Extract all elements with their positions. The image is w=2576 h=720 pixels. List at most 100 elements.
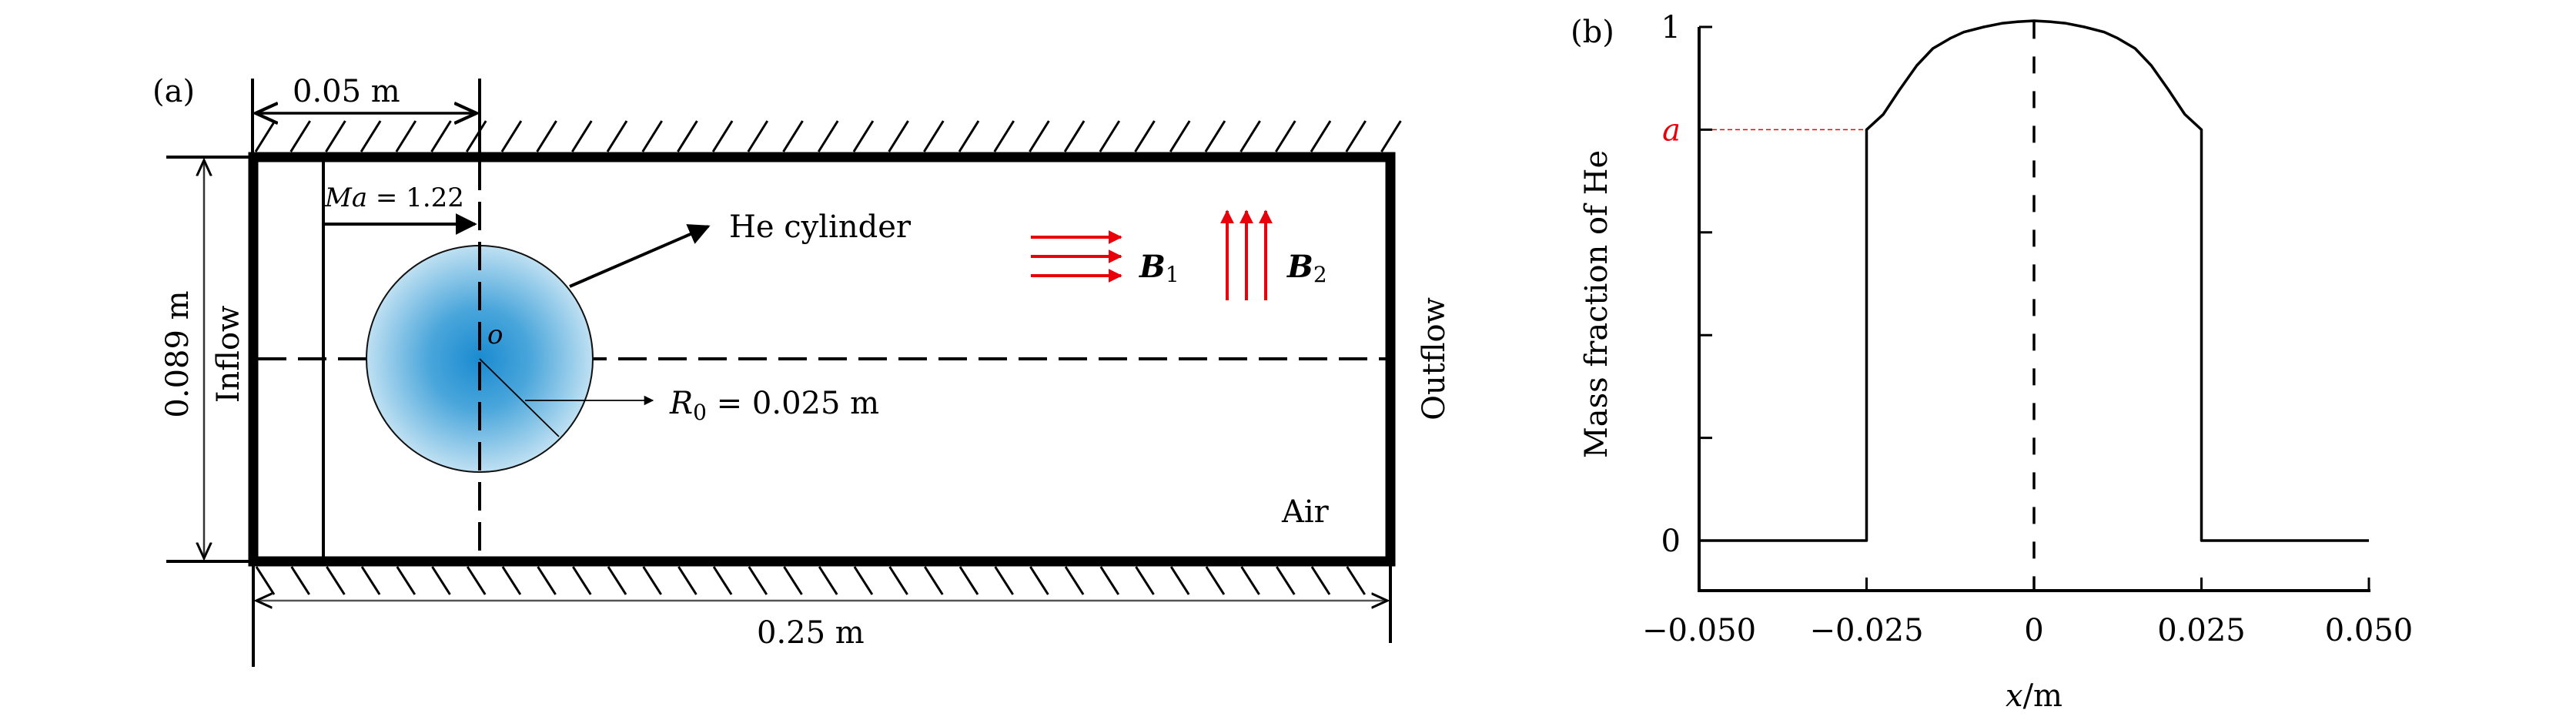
hatch-mark — [1063, 120, 1086, 152]
field-b2-arrows — [1220, 209, 1273, 300]
field-b1-label: B1 — [1139, 249, 1179, 287]
x-tick-label: 0 — [2024, 613, 2043, 648]
hatch-mark — [712, 566, 733, 595]
hatch-mark — [748, 566, 768, 595]
hatch-mark — [1099, 120, 1121, 152]
origin-label: o — [487, 320, 503, 350]
hatch-mark — [572, 566, 592, 595]
chart-axes — [1698, 25, 2370, 592]
hatch-mark — [1346, 566, 1366, 595]
hatch-mark — [1029, 120, 1050, 152]
chart-series — [1699, 19, 2369, 542]
hatch-mark — [888, 120, 909, 152]
y-tick-label: 0 — [1661, 524, 1681, 559]
hatch-mark — [289, 120, 311, 152]
hatch-mark — [923, 120, 945, 152]
hatch-mark — [994, 566, 1014, 595]
hatch-mark — [677, 566, 698, 595]
hatch-mark — [1205, 566, 1226, 595]
hatch-mark — [642, 566, 662, 595]
hatch-mark — [1099, 566, 1120, 595]
hatch-mark — [853, 566, 874, 595]
bottom-wall-hatching — [255, 566, 1366, 595]
y-axis-label: Mass fraction of He — [1579, 150, 1614, 458]
dim-top-label: 0.05 m — [293, 74, 400, 109]
chart-tick-labels: −0.050 −0.025 0 0.025 0.050 0 1 a — [1642, 10, 2413, 648]
hatch-mark — [1240, 566, 1260, 595]
hatch-mark — [1276, 566, 1296, 595]
hatch-mark — [536, 120, 557, 152]
inflow-label: Inflow — [211, 306, 246, 404]
domain-boundary — [248, 152, 1396, 567]
hatch-mark — [290, 566, 310, 595]
hatch-mark — [606, 120, 628, 152]
hatch-mark — [993, 120, 1015, 152]
hatch-mark — [255, 566, 276, 595]
hatch-mark — [1345, 120, 1367, 152]
hatch-mark — [1064, 566, 1085, 595]
radius-line — [479, 358, 560, 437]
hatch-mark — [325, 120, 346, 152]
hatch-mark — [782, 120, 804, 152]
panel-a-label: (a) — [152, 74, 195, 109]
hatch-mark — [501, 566, 522, 595]
cylinder-label: He cylinder — [729, 209, 912, 245]
hatch-mark — [888, 566, 908, 595]
hatch-mark — [360, 566, 381, 595]
y-annotation-label: a — [1662, 112, 1681, 148]
series-line — [1699, 19, 2369, 542]
hatch-mark — [711, 120, 734, 152]
panel-a-schematic: (a) 0.05 m 0.089 m Inflow o Ma = 1.22 He… — [152, 74, 1452, 667]
hatch-mark — [254, 120, 276, 152]
hatch-mark — [1239, 120, 1261, 152]
dim-bottom-label: 0.25 m — [757, 615, 865, 651]
outflow-label: Outflow — [1417, 297, 1452, 420]
hatch-mark — [817, 120, 839, 152]
hatch-mark — [607, 566, 627, 595]
hatch-mark — [571, 120, 593, 152]
hatch-mark — [431, 566, 451, 595]
x-tick-label: 0.050 — [2325, 613, 2414, 648]
hatch-mark — [958, 120, 980, 152]
cylinder-leader-arrow — [569, 224, 711, 288]
hatch-mark — [1380, 120, 1402, 152]
hatch-mark — [1275, 120, 1296, 152]
air-label: Air — [1281, 494, 1330, 530]
hatch-mark — [466, 566, 487, 595]
hatch-mark — [396, 566, 417, 595]
chart-reference-lines — [1712, 22, 2036, 591]
hatch-mark — [1310, 566, 1331, 595]
hatch-mark — [641, 120, 663, 152]
hatch-mark — [1029, 566, 1049, 595]
hatch-mark — [747, 120, 769, 152]
hatch-mark — [1204, 120, 1226, 152]
hatch-mark — [958, 566, 979, 595]
hatch-mark — [1169, 120, 1191, 152]
x-tick-label: 0.025 — [2157, 613, 2246, 648]
hatch-mark — [1135, 566, 1155, 595]
mach-label: Ma = 1.22 — [324, 183, 464, 213]
hatch-mark — [1134, 120, 1156, 152]
hatch-mark — [395, 120, 417, 152]
x-tick-label: −0.025 — [1809, 613, 1923, 648]
hatch-mark — [1310, 120, 1332, 152]
hatch-mark — [430, 120, 452, 152]
hatch-mark — [818, 566, 838, 595]
hatch-mark — [924, 566, 944, 595]
hatch-mark — [537, 566, 557, 595]
radius-label: R0 = 0.025 m — [669, 386, 879, 425]
hatch-mark — [500, 120, 523, 152]
x-tick-label: −0.050 — [1642, 613, 1756, 648]
x-axis-label: x/m — [2006, 678, 2062, 714]
y-tick-label: 1 — [1661, 10, 1681, 45]
hatch-mark — [783, 566, 803, 595]
hatch-mark — [465, 120, 487, 152]
hatch-mark — [852, 120, 875, 152]
panel-b-label: (b) — [1571, 15, 1614, 50]
hatch-mark — [1169, 566, 1190, 595]
top-wall-hatching — [254, 120, 1402, 152]
hatch-mark — [326, 566, 346, 595]
hatch-mark — [360, 120, 382, 152]
dim-left-label: 0.089 m — [160, 290, 196, 417]
field-b2-label: B2 — [1286, 249, 1327, 287]
